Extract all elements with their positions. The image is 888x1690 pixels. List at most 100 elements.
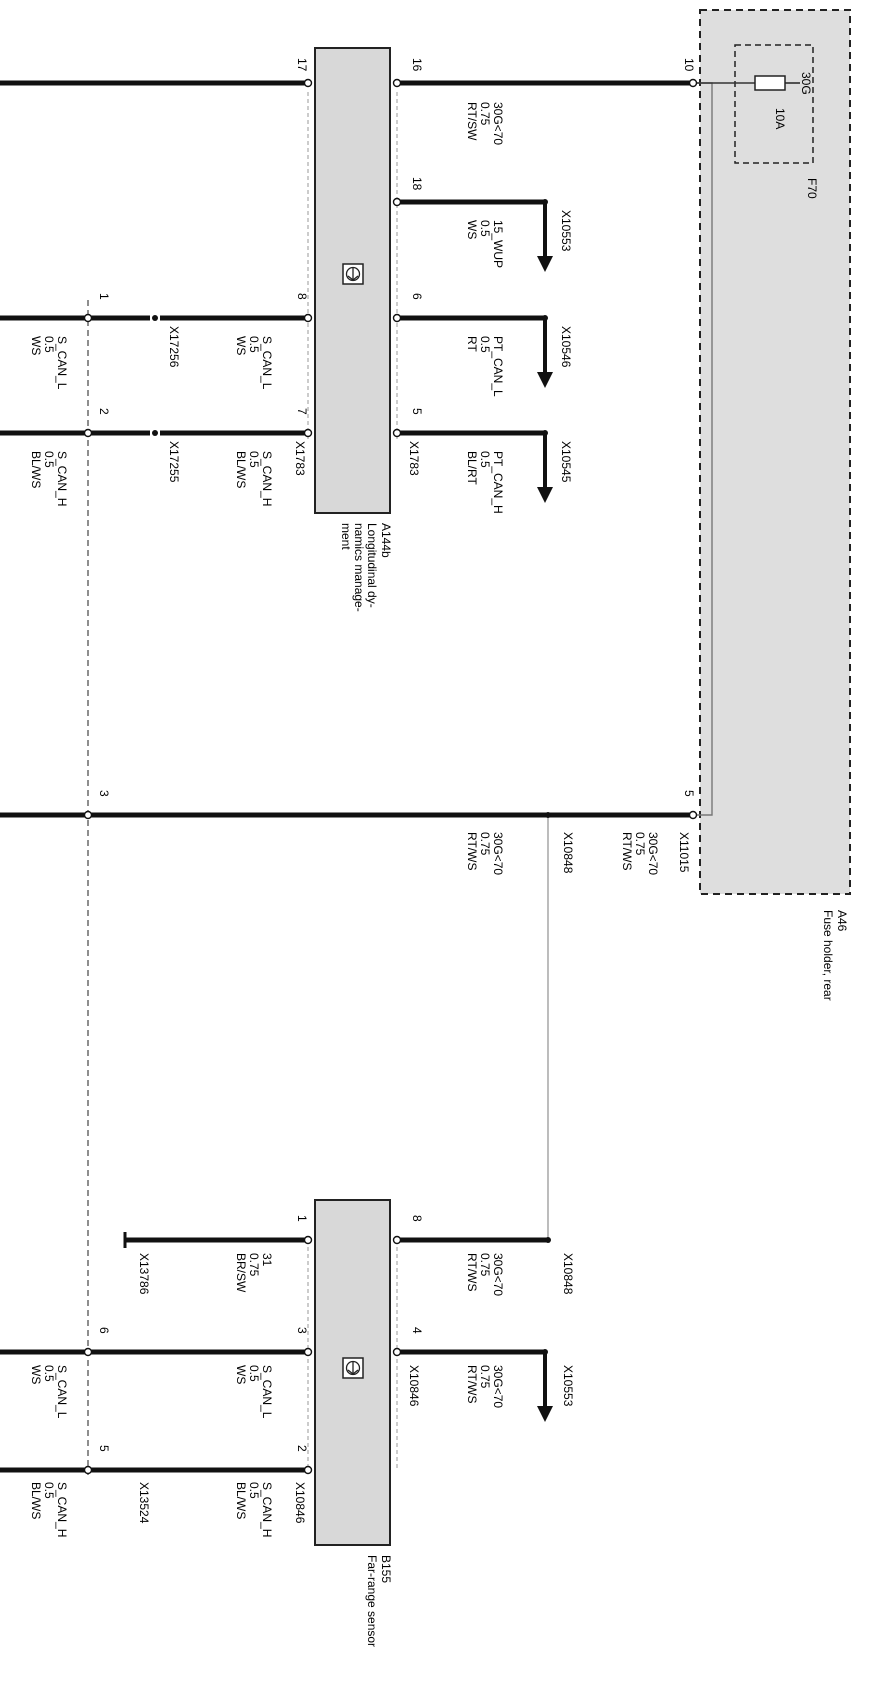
wire-label-wl5: S_CAN_H 0.5 BL/WS <box>29 1482 69 1537</box>
pin-terminal[interactable] <box>303 1465 313 1475</box>
svg-text:BL/WS: BL/WS <box>29 1482 43 1519</box>
pin-number: 5 <box>97 1445 111 1452</box>
pin-terminal[interactable] <box>392 428 402 438</box>
svg-text:RT/WS: RT/WS <box>620 832 634 870</box>
pin-terminal[interactable] <box>303 428 313 438</box>
wire-label-wl6: S_CAN_L 0.5 WS <box>29 1365 69 1419</box>
svg-text:0.75: 0.75 <box>478 832 492 856</box>
svg-text:BL/WS: BL/WS <box>29 451 43 488</box>
svg-text:BL/RT: BL/RT <box>465 451 479 485</box>
pin-number: 16 <box>410 58 424 72</box>
pin-terminal[interactable] <box>392 78 402 88</box>
svg-text:RT/SW: RT/SW <box>465 102 479 141</box>
svg-text:WS: WS <box>234 336 248 355</box>
pin-terminal[interactable] <box>392 1235 402 1245</box>
pin-number: 7 <box>295 408 309 415</box>
svg-text:0.5: 0.5 <box>247 1482 261 1499</box>
connector-id: X10848 <box>561 832 575 874</box>
svg-text:S_CAN_L: S_CAN_L <box>55 1365 69 1419</box>
svg-text:RT/WS: RT/WS <box>465 1365 479 1403</box>
pin-terminal[interactable] <box>303 313 313 323</box>
svg-text:15_WUP: 15_WUP <box>491 220 505 268</box>
pin-terminal[interactable] <box>83 810 93 820</box>
svg-text:PT_CAN_L: PT_CAN_L <box>491 336 505 397</box>
splice-dot <box>545 812 551 818</box>
module-b155[interactable] <box>307 1199 398 1546</box>
fuse-holder-id: A46 <box>835 910 849 932</box>
wire-label-w8: S_CAN_L 0.5 WS <box>234 336 274 390</box>
splice-dot <box>542 430 548 436</box>
wire-label-ws4: 30G<70 0.75 RT/WS <box>465 1365 505 1408</box>
pin-number: 18 <box>410 177 424 191</box>
svg-text:0.5: 0.5 <box>478 336 492 353</box>
pin-terminal[interactable] <box>83 313 93 323</box>
svg-text:WS: WS <box>465 220 479 239</box>
pin-number: 5 <box>410 408 424 415</box>
svg-text:BL/WS: BL/WS <box>234 451 248 488</box>
fuse-id: F70 <box>805 178 819 199</box>
svg-text:RT: RT <box>465 336 479 352</box>
pin-terminal[interactable] <box>392 313 402 323</box>
pin-terminal[interactable] <box>83 1465 93 1475</box>
svg-text:S_CAN_L: S_CAN_L <box>260 336 274 390</box>
svg-text:0.5: 0.5 <box>478 451 492 468</box>
connector-id: X17256 <box>167 326 181 368</box>
connector-id: X17255 <box>167 441 181 483</box>
pin-number: 5 <box>682 790 696 797</box>
pin-number: 4 <box>410 1327 424 1334</box>
svg-text:RT/WS: RT/WS <box>465 1253 479 1291</box>
splice-dot <box>152 315 158 321</box>
svg-text:S_CAN_H: S_CAN_H <box>260 451 274 506</box>
pin-terminal[interactable] <box>303 1347 313 1357</box>
splice-dot <box>152 430 158 436</box>
wire-label-w7: S_CAN_H 0.5 BL/WS <box>234 451 274 506</box>
pin-terminal[interactable] <box>83 428 93 438</box>
pin-terminal[interactable] <box>392 1347 402 1357</box>
wire-label-ws8: 30G<70 0.75 RT/WS <box>465 1253 505 1296</box>
fuse-holder-a46[interactable] <box>693 9 851 895</box>
pin-number: 2 <box>97 408 111 415</box>
svg-text:WS: WS <box>29 336 43 355</box>
pin-number: 3 <box>295 1327 309 1334</box>
pin-terminal[interactable] <box>83 1347 93 1357</box>
module-name-line: Longitudinal dy- <box>365 523 379 608</box>
svg-text:30G<70: 30G<70 <box>491 832 505 875</box>
arrow-down-icon <box>537 1406 553 1422</box>
arrow-down-icon <box>537 256 553 272</box>
connector-id: X1783 <box>293 441 307 476</box>
module-a144b[interactable] <box>307 47 398 514</box>
svg-text:0.5: 0.5 <box>247 451 261 468</box>
svg-text:30G<70: 30G<70 <box>491 1253 505 1296</box>
connector-id: X10553 <box>561 1365 575 1407</box>
pin-number: 8 <box>410 1215 424 1222</box>
pin-terminal[interactable] <box>303 78 313 88</box>
svg-text:WS: WS <box>29 1365 43 1384</box>
fuse-holder-name: Fuse holder, rear <box>821 910 835 1001</box>
pin-terminal[interactable] <box>392 197 402 207</box>
splice-dot <box>545 1237 551 1243</box>
module-name-line: ment <box>339 523 353 550</box>
pin-terminal[interactable] <box>688 78 698 88</box>
svg-text:S_CAN_L: S_CAN_L <box>260 1365 274 1419</box>
ground-symbol-icon <box>342 263 364 285</box>
svg-text:31: 31 <box>260 1253 274 1267</box>
svg-text:0.5: 0.5 <box>42 1482 56 1499</box>
pin-terminal[interactable] <box>688 810 698 820</box>
splice-dot <box>542 199 548 205</box>
fuse-rating: 10A <box>773 108 787 129</box>
connector-id: X13524 <box>137 1482 151 1524</box>
svg-text:S_CAN_H: S_CAN_H <box>260 1482 274 1537</box>
module-id: A144b <box>379 523 393 558</box>
pin-terminal[interactable] <box>303 1235 313 1245</box>
connector-id: X10846 <box>293 1482 307 1524</box>
wire-label-wm: 30G<70 0.75 RT/WS <box>465 832 505 875</box>
pin-number: 2 <box>295 1445 309 1452</box>
wire-label-wf5: 30G<70 0.75 RT/WS <box>620 832 660 875</box>
arrow-group <box>537 202 553 1422</box>
wire-label-w6: PT_CAN_L 0.5 RT <box>465 336 505 397</box>
module-id: B155 <box>379 1555 393 1583</box>
svg-text:0.75: 0.75 <box>478 102 492 126</box>
svg-text:S_CAN_H: S_CAN_H <box>55 451 69 506</box>
pin-number: 6 <box>97 1327 111 1334</box>
